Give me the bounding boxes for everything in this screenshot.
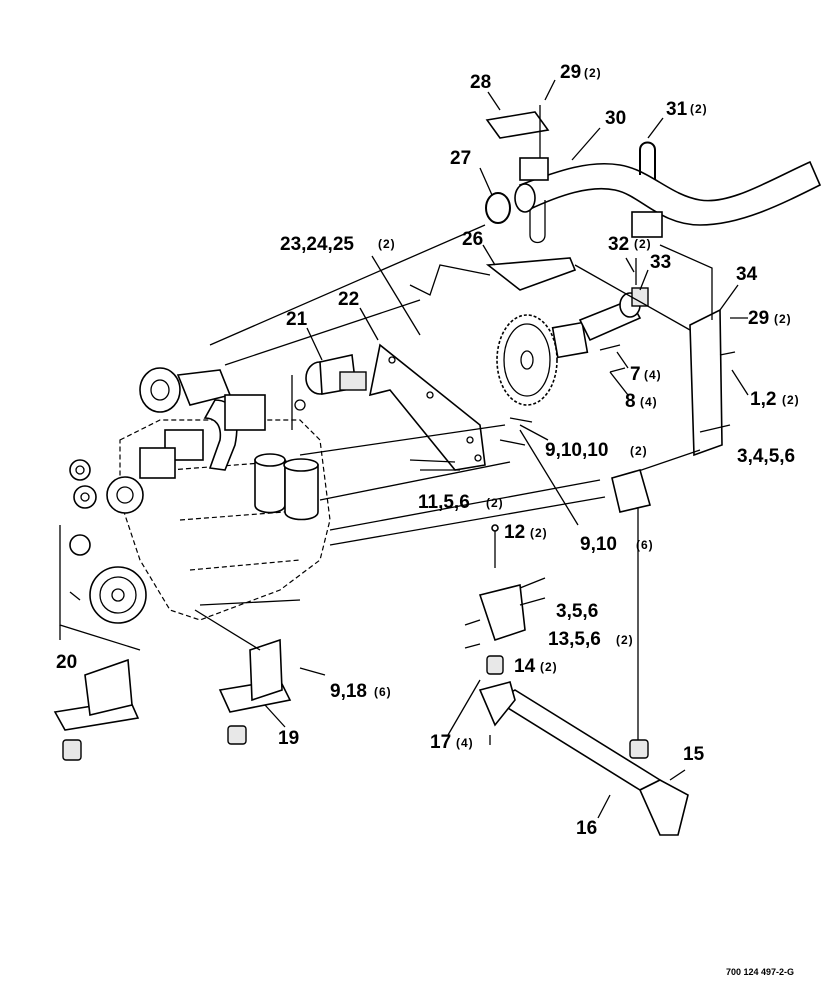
band-clamp bbox=[485, 192, 511, 224]
callout-16: 16 bbox=[576, 818, 597, 839]
callouts: 28 29 (2) 30 31 (2) 27 23,24,25 (2) 26 3… bbox=[56, 62, 800, 839]
callout-21: 21 bbox=[286, 309, 308, 330]
rear-mount-19 bbox=[218, 638, 292, 745]
assembly-lines bbox=[194, 224, 713, 740]
bracket-26 bbox=[485, 257, 577, 291]
callout-23: 23,24,25 bbox=[280, 234, 354, 255]
callout-31-qty: (2) bbox=[690, 102, 708, 116]
figure-reference-code: 700 124 497-2-G bbox=[726, 967, 794, 977]
callout-9c-qty: (6) bbox=[374, 685, 392, 699]
callout-9c: 9,18 bbox=[330, 681, 367, 702]
rear-mount-20 bbox=[53, 658, 140, 761]
callout-12-qty: (2) bbox=[530, 526, 548, 540]
callout-29a-qty: (2) bbox=[584, 66, 602, 80]
exhaust-pipe bbox=[514, 141, 822, 244]
callout-1-qty: (2) bbox=[782, 393, 800, 407]
callout-19: 19 bbox=[278, 728, 299, 749]
callout-13-qty: (2) bbox=[616, 633, 634, 647]
callout-29b: 29 bbox=[748, 308, 769, 329]
callout-22: 22 bbox=[338, 289, 359, 310]
callout-29b-qty: (2) bbox=[774, 312, 792, 326]
isolator-bracket bbox=[478, 584, 526, 642]
callout-32: 32 bbox=[608, 234, 629, 255]
callout-30: 30 bbox=[605, 108, 626, 129]
callout-11: 11,5,6 bbox=[418, 492, 470, 513]
callout-14: 14 bbox=[514, 656, 536, 677]
callout-34: 34 bbox=[736, 264, 758, 285]
callout-leaders bbox=[69, 79, 749, 819]
callout-32-qty: (2) bbox=[634, 237, 652, 251]
callout-29a: 29 bbox=[560, 62, 581, 83]
callout-7: 7 bbox=[630, 364, 641, 385]
callout-31: 31 bbox=[666, 99, 688, 120]
callout-3b: 3,5,6 bbox=[556, 601, 598, 622]
callout-33: 33 bbox=[650, 252, 671, 273]
callout-28: 28 bbox=[470, 72, 491, 93]
callout-9a-qty: (2) bbox=[630, 444, 648, 458]
callout-15: 15 bbox=[683, 744, 705, 765]
callout-26: 26 bbox=[462, 229, 483, 250]
callout-8: 8 bbox=[625, 391, 636, 412]
callout-20: 20 bbox=[56, 652, 77, 673]
callout-1: 1,2 bbox=[750, 389, 776, 410]
callout-9b: 9,10 bbox=[580, 534, 617, 555]
callout-7-qty: (4) bbox=[644, 368, 662, 382]
callout-17-qty: (4) bbox=[456, 736, 474, 750]
support-bracket bbox=[689, 308, 723, 457]
callout-9b-qty: (6) bbox=[636, 538, 654, 552]
callout-27: 27 bbox=[450, 148, 471, 169]
engine-assembly bbox=[59, 354, 367, 651]
drive-shaft bbox=[551, 287, 649, 359]
callout-11-qty: (2) bbox=[486, 496, 504, 510]
callout-13: 13,5,6 bbox=[548, 629, 601, 650]
callout-8-qty: (4) bbox=[640, 395, 658, 409]
callout-3a: 3,4,5,6 bbox=[737, 446, 795, 467]
fasteners bbox=[299, 258, 736, 745]
callout-14-qty: (2) bbox=[540, 660, 558, 674]
heat-shield bbox=[485, 111, 550, 139]
mounting-plate bbox=[368, 343, 486, 471]
front-mount-frame bbox=[478, 681, 689, 836]
callout-12: 12 bbox=[504, 522, 525, 543]
callout-9a: 9,10,10 bbox=[545, 440, 608, 461]
callout-17: 17 bbox=[430, 732, 451, 753]
callout-23-qty: (2) bbox=[378, 237, 396, 251]
sprocket bbox=[496, 314, 558, 406]
